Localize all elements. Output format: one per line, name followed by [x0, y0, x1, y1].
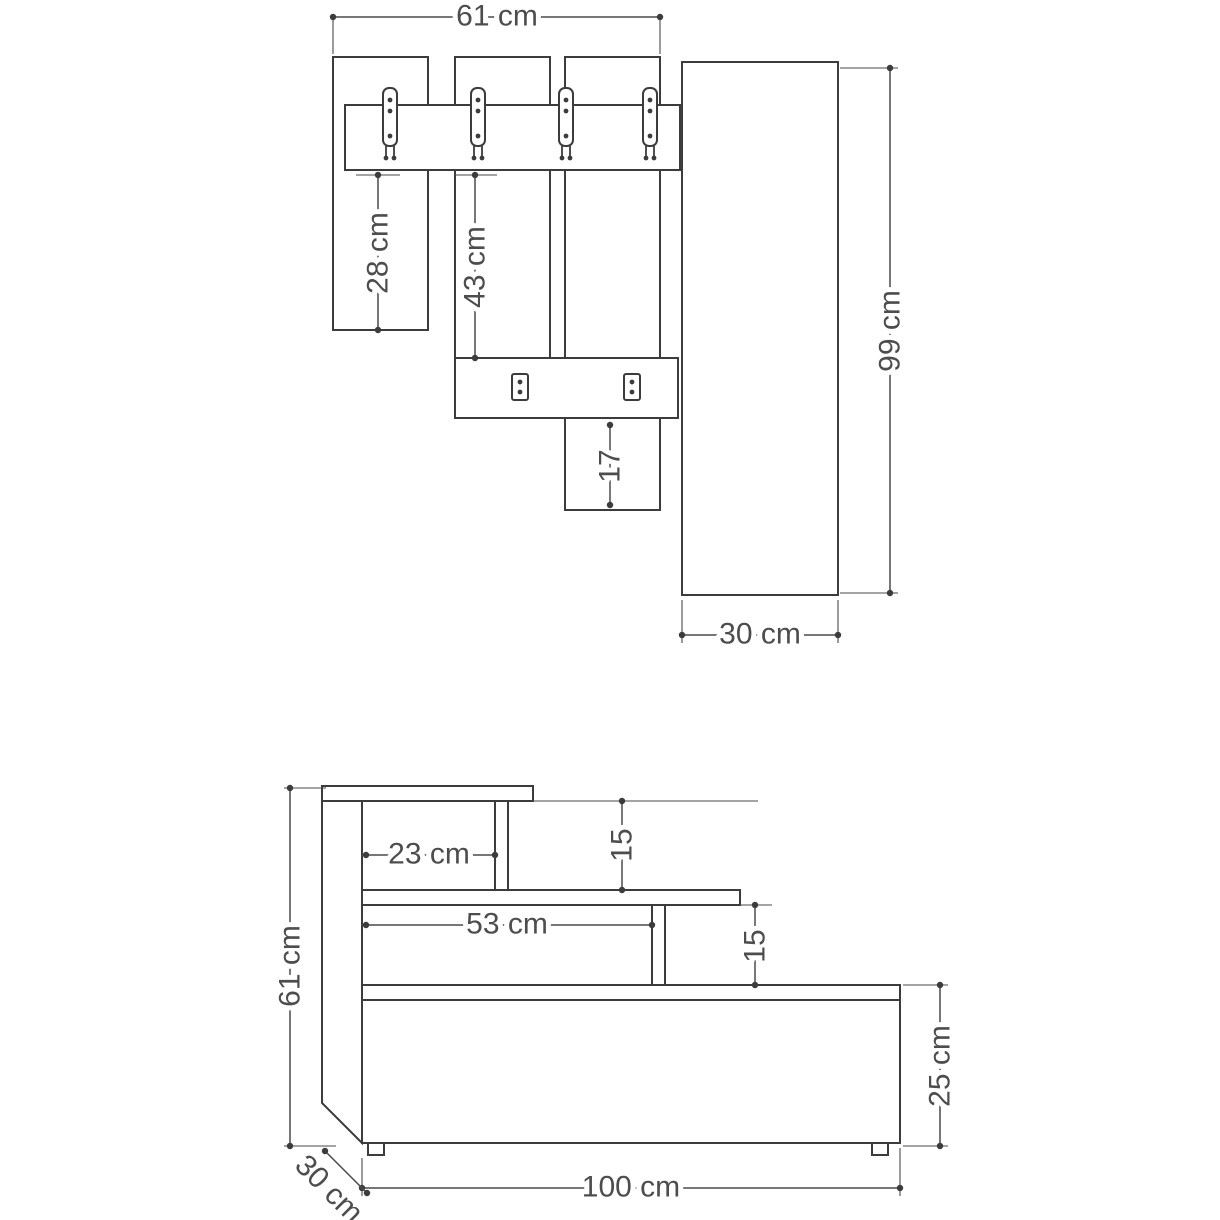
bench-middle-shelf [361, 889, 741, 906]
dim-center-panel-height: 43 cm [454, 171, 497, 362]
dim-total-width: 61 cm [329, 0, 664, 54]
shelf-fitting [623, 373, 641, 401]
dim-middle-compartment-width: 53 cm [362, 903, 656, 946]
bench-drawer-front [361, 999, 901, 1144]
coat-hook [382, 87, 398, 161]
dim-label-lower-board-height: 17 [594, 449, 627, 482]
bench-foot-right [871, 1142, 889, 1156]
dim-label-middle-shelf-gap: 15 [739, 929, 772, 962]
dim-label-middle-compartment-width: 53 cm [466, 908, 548, 941]
dim-bench-total-width: 100 cm [358, 1148, 904, 1209]
bench-divider-upper [494, 800, 509, 891]
dim-bench-total-height: 61 cm [269, 784, 336, 1150]
bench-seat-top [361, 984, 901, 1001]
shoe-bench-drawing: 61 cm 23 cm 15 53 cm [269, 784, 962, 1220]
dim-drawer-height: 25 cm [903, 981, 962, 1150]
dim-label-top-shelf-gap: 15 [606, 828, 639, 861]
dim-label-top-compartment-width: 23 cm [388, 838, 470, 871]
shelf-fitting [511, 373, 529, 401]
dim-label-drawer-height: 25 cm [924, 1025, 957, 1107]
dim-side-panel-width: 30 cm [678, 600, 842, 656]
bench-left-panel [321, 785, 363, 1146]
coat-rack-drawing: 61 cm 28 cm 43 cm 17 [329, 0, 912, 656]
tall-side-panel [681, 61, 839, 596]
dim-label-left-panel-height: 28 cm [362, 212, 395, 294]
dim-middle-shelf-gap: 15 [734, 901, 777, 989]
dim-left-panel-height: 28 cm [356, 171, 400, 334]
hook-rail [344, 104, 681, 171]
dim-label-side-panel-height: 99 cm [874, 290, 907, 372]
dim-lower-board-height: 17 [589, 421, 632, 509]
coat-hook [642, 87, 658, 161]
dim-label-bench-total-width: 100 cm [582, 1171, 680, 1204]
dim-side-panel-height: 99 cm [840, 64, 912, 597]
coat-hook [470, 87, 486, 161]
dim-top-compartment-width: 23 cm [362, 833, 499, 876]
bench-foot-left [367, 1142, 385, 1156]
bench-divider-lower [651, 904, 666, 986]
bench-top-shelf [321, 785, 534, 802]
dim-top-shelf-gap: 15 [533, 797, 758, 894]
dim-label-bench-total-height: 61 cm [274, 925, 307, 1007]
dim-label-total-width: 61 cm [456, 0, 538, 33]
dim-label-side-panel-width: 30 cm [719, 618, 801, 651]
coat-hook [558, 87, 574, 161]
middle-shelf-box [454, 357, 679, 419]
left-slat-panel [332, 56, 429, 331]
dim-bench-depth: 30 cm [283, 1143, 374, 1220]
dim-label-center-panel-height: 43 cm [459, 226, 492, 308]
